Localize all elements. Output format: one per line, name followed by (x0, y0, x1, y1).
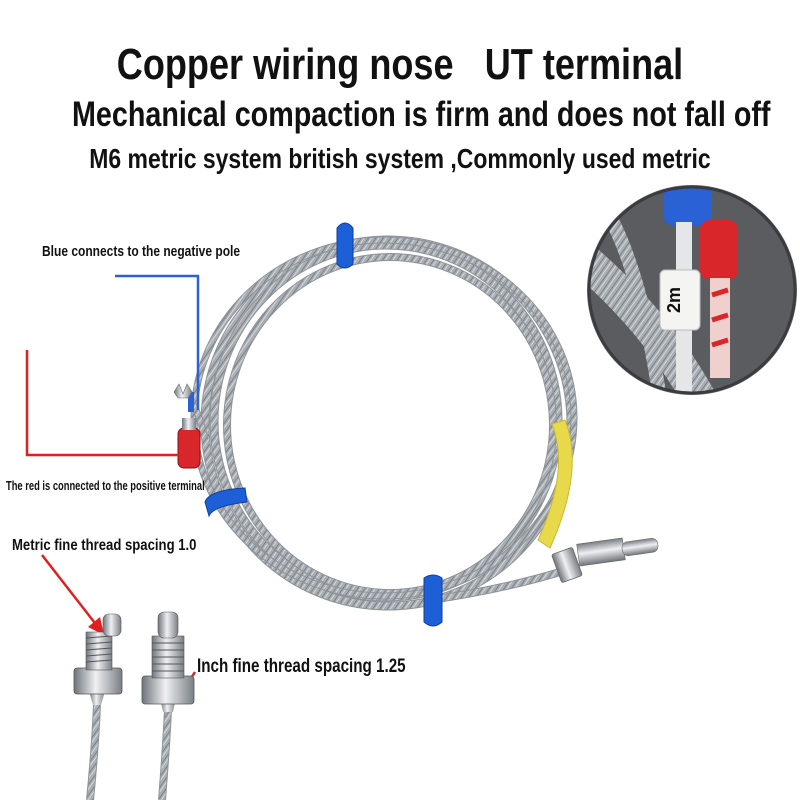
blue-clips (204, 222, 443, 627)
headline-line-3: M6 metric system british system ,Commonl… (89, 143, 711, 174)
headline-line-1: Copper wiring nose UT terminal (72, 40, 728, 90)
blue-spade-terminal (188, 392, 194, 412)
headline-ut-terminal: UT terminal (484, 40, 684, 89)
blue-leader-line (115, 274, 200, 410)
inch-probe (141, 611, 195, 800)
main-probe (551, 537, 659, 583)
callout-inch-thread: Inch fine thread spacing 1.25 (197, 656, 406, 677)
metric-arrowhead-icon (88, 617, 104, 635)
metric-arrow (41, 554, 99, 628)
inset-zoom-view: 2m (587, 185, 797, 395)
coiled-cable (190, 235, 578, 611)
negative-fork-icon (173, 383, 193, 399)
spade-terminals (173, 383, 201, 469)
callout-metric-thread: Metric fine thread spacing 1.0 (12, 537, 197, 554)
callout-blue-negative: Blue connects to the negative pole (42, 243, 241, 260)
red-leader-line (25, 350, 183, 457)
headline-copper-nose: Copper wiring nose (116, 40, 454, 89)
callout-red-positive: The red is connected to the positive ter… (6, 478, 205, 493)
red-spade-terminal (177, 427, 201, 469)
inset-length-tag: 2m (664, 287, 684, 313)
headline-line-2: Mechanical compaction is firm and does n… (72, 95, 771, 134)
metric-probe (73, 613, 123, 800)
yellow-label-strip (537, 419, 573, 549)
